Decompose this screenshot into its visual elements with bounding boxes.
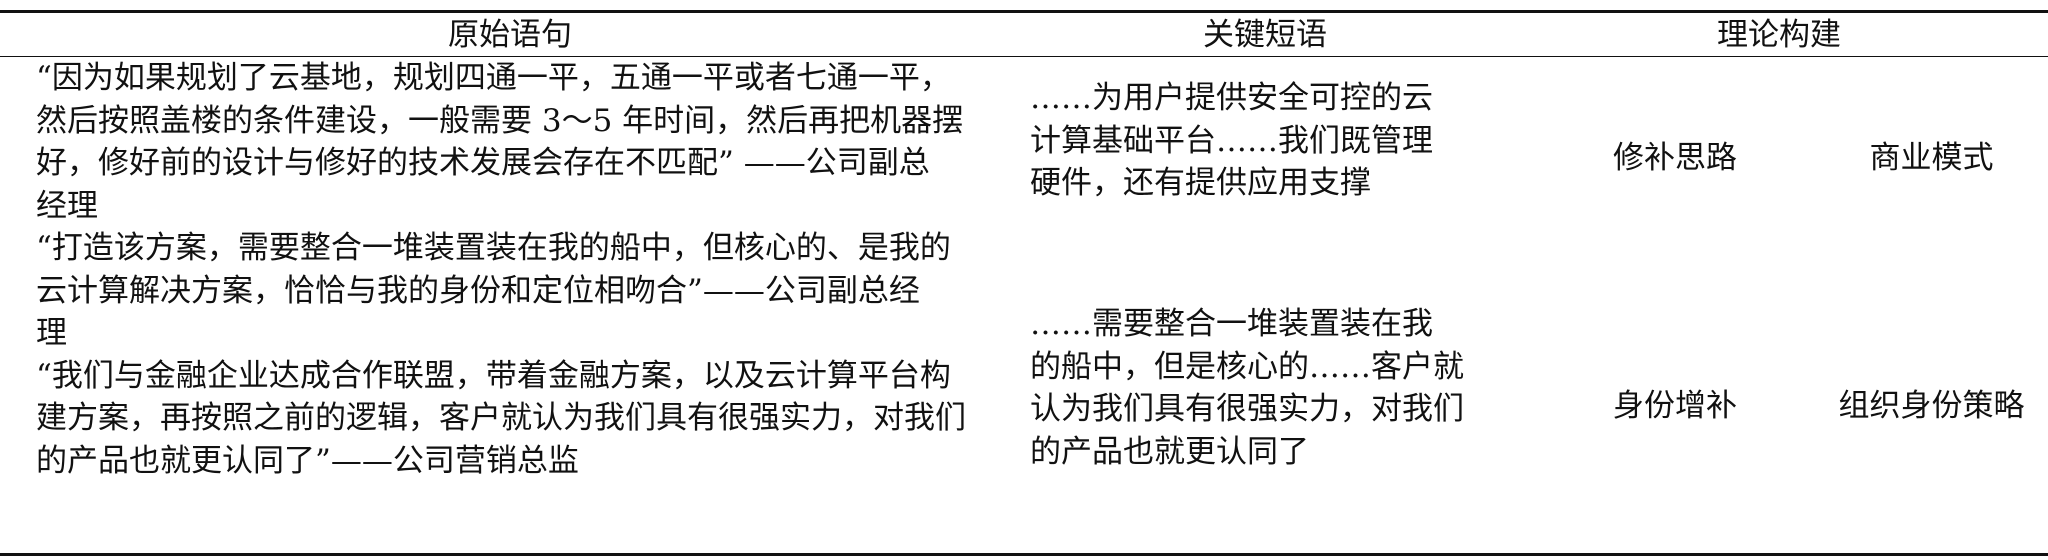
row2-original-statement: “打造该方案，需要整合一堆装置装在我的船中，但核心的、是我的 云计算解决方案，恰… <box>36 227 1006 482</box>
text-line: 的产品也就更认同了 <box>1030 433 1309 470</box>
text-line: 好，修好前的设计与修好的技术发展会存在不匹配” ——公司副总 <box>36 145 930 181</box>
header-original-statement: 原始语句 <box>448 17 572 53</box>
row2-key-phrase: ……需要整合一堆装置装在我 的船中，但是核心的……客户就 认为我们具有很强实力，… <box>1030 303 1500 473</box>
row1-key-phrase: ……为用户提供安全可控的云 计算基础平台……我们既管理 硬件，还有提供应用支撑 <box>1030 77 1500 205</box>
text-line: 的船中，但是核心的……客户就 <box>1030 348 1464 385</box>
text-line: ……需要整合一堆装置装在我 <box>1030 306 1433 342</box>
row1-theory-category: 商业模式 <box>1869 140 1994 176</box>
header-key-phrase: 关键短语 <box>1203 17 1327 53</box>
text-line: 认为我们具有很强实力，对我们 <box>1030 391 1464 427</box>
text-line: “因为如果规划了云基地，规划四通一平，五通一平或者七通一平， <box>36 60 951 96</box>
text-line: 理 <box>36 315 67 351</box>
text-line: 建方案，再按照之前的逻辑，客户就认为我们具有很强实力，对我们 <box>36 400 966 436</box>
text-line: 计算基础平台……我们既管理 <box>1030 122 1433 159</box>
row2-theory-category: 组织身份策略 <box>1838 388 2025 424</box>
text-line: 然后按照盖楼的条件建设，一般需要 3～5 年时间，然后再把机器摆 <box>36 102 964 139</box>
text-line: 硬件，还有提供应用支撑 <box>1030 165 1371 201</box>
text-line: “打造该方案，需要整合一堆装置装在我的船中，但核心的、是我的 <box>36 230 951 266</box>
table-bottom-rule <box>0 553 2048 556</box>
text-line: 云计算解决方案，恰恰与我的身份和定位相吻合”——公司副总经 <box>36 272 920 309</box>
row1-original-statement: “因为如果规划了云基地，规划四通一平，五通一平或者七通一平， 然后按照盖楼的条件… <box>36 57 1006 227</box>
text-line: 经理 <box>36 187 98 224</box>
text-line: ……为用户提供安全可控的云 <box>1030 80 1433 116</box>
text-line: “我们与金融企业达成合作联盟，带着金融方案，以及云计算平台构 <box>36 357 951 394</box>
row1-theory-subcategory: 修补思路 <box>1613 140 1737 176</box>
row2-theory-subcategory: 身份增补 <box>1613 388 1737 424</box>
table-header-rule <box>0 56 2048 57</box>
header-theory-construction: 理论构建 <box>1717 17 1841 53</box>
text-line: 的产品也就更认同了”——公司营销总监 <box>36 442 579 479</box>
table-top-rule <box>0 10 2048 13</box>
